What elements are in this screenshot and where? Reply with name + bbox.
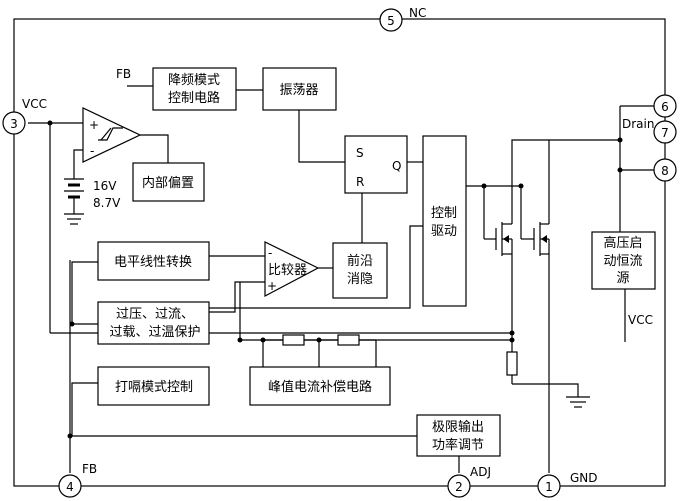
comp-minus-sign: - — [268, 246, 272, 260]
pin-5-label: NC — [409, 6, 426, 20]
resistor-2 — [337, 334, 360, 346]
leading-edge-blanking-block: 前沿 消隐 — [332, 242, 388, 299]
pin-2-label: ADJ — [470, 465, 491, 479]
hiccup-block: 打嗝模式控制 — [97, 366, 210, 406]
pin-3-label: VCC — [22, 97, 47, 111]
hyst-plus-sign: + — [89, 118, 99, 132]
pin-4-label: FB — [82, 462, 97, 476]
pin-7-drain: 7 — [653, 120, 677, 144]
pin-5-nc: 5 NC — [379, 6, 426, 32]
latch-s-label: S — [356, 146, 364, 160]
oscillator-block: 振荡器 — [262, 67, 337, 111]
power-limit-block: 极限输出 功率调节 — [416, 414, 501, 457]
uvlo-low-label: 8.7V — [93, 196, 121, 210]
hysteresis-icon — [98, 127, 123, 141]
protection-block: 过压、过流、 过载、过温保护 — [97, 301, 210, 345]
hiccup-label: 打嗝模式控制 — [115, 380, 193, 395]
pin-1-number: 1 — [545, 480, 553, 494]
pin-6-drain: 6 — [653, 94, 677, 118]
pin-6-number: 6 — [661, 100, 669, 114]
sr-latch-block: S R Q — [344, 135, 408, 194]
driver-line1: 控制 — [431, 206, 457, 221]
reference-voltage-icon — [64, 178, 84, 200]
junction-dots — [47, 120, 623, 439]
pin-8-number: 8 — [661, 164, 669, 178]
current-comparator: - 比较器 + — [264, 241, 320, 297]
sense-resistor — [506, 351, 518, 376]
protection-line1: 过压、过流、 — [116, 307, 194, 322]
pin-5-number: 5 — [387, 14, 395, 28]
hysteresis-comparator: + - — [82, 107, 142, 163]
protection-line2: 过载、过温保护 — [109, 325, 200, 340]
pin-2-adj: 2 ADJ — [447, 465, 491, 498]
chip-outline — [13, 18, 666, 487]
pin-4-number: 4 — [66, 480, 74, 494]
power-limit-line2: 功率调节 — [432, 437, 484, 453]
level-convert-label: 电平线性转换 — [114, 255, 192, 270]
hyst-minus-sign: - — [90, 144, 94, 158]
freq-reduce-block: 降频模式 控制电路 — [152, 67, 237, 111]
level-convert-block: 电平线性转换 — [97, 241, 210, 281]
driver-block: 控制 驱动 — [422, 135, 467, 307]
bias-ground-icon — [64, 200, 84, 225]
resistor-1 — [282, 334, 305, 346]
mosfet-2-icon — [533, 222, 550, 256]
hv-startup-line3: 源 — [616, 271, 629, 286]
internal-bias-label: 内部偏置 — [142, 175, 194, 191]
power-limit-line1: 极限输出 — [432, 419, 484, 435]
fb-input-label: FB — [116, 67, 131, 81]
oscillator-label: 振荡器 — [279, 83, 318, 98]
peak-comp-block: 峰值电流补偿电路 — [249, 366, 391, 406]
freq-reduce-line1: 降频模式 — [168, 73, 220, 88]
mosfet-1-icon — [495, 222, 513, 256]
uvlo-high-label: 16V — [93, 179, 117, 193]
ground-icon — [566, 396, 590, 408]
hv-startup-block: 高压启 动恒流 源 — [591, 231, 656, 290]
freq-reduce-line2: 控制电路 — [168, 90, 220, 106]
pin-2-number: 2 — [455, 480, 463, 494]
driver-line2: 驱动 — [431, 224, 457, 239]
pin-3-number: 3 — [10, 117, 18, 131]
latch-q-label: Q — [392, 159, 401, 173]
pin-3-vcc: 3 VCC — [2, 97, 47, 135]
hv-startup-line1: 高压启 — [603, 235, 642, 251]
wiring — [28, 85, 654, 473]
blanking-line2: 消隐 — [347, 272, 373, 287]
comparator-label: 比较器 — [268, 263, 307, 278]
comp-plus-sign: + — [267, 279, 277, 293]
pin-8-drain: 8 — [653, 158, 677, 182]
pin-4-fb: 4 FB — [58, 462, 97, 498]
internal-bias-block: 内部偏置 — [132, 162, 205, 202]
peak-comp-label: 峰值电流补偿电路 — [268, 379, 372, 395]
blanking-line1: 前沿 — [347, 253, 373, 269]
vcc-out-label: VCC — [628, 313, 653, 327]
pin-1-gnd: 1 GND — [537, 471, 598, 498]
latch-r-label: R — [356, 175, 364, 189]
pin-1-label: GND — [570, 471, 598, 485]
drain-label: Drain — [622, 117, 654, 131]
pin-7-number: 7 — [661, 126, 669, 140]
hv-startup-line2: 动恒流 — [603, 254, 642, 269]
